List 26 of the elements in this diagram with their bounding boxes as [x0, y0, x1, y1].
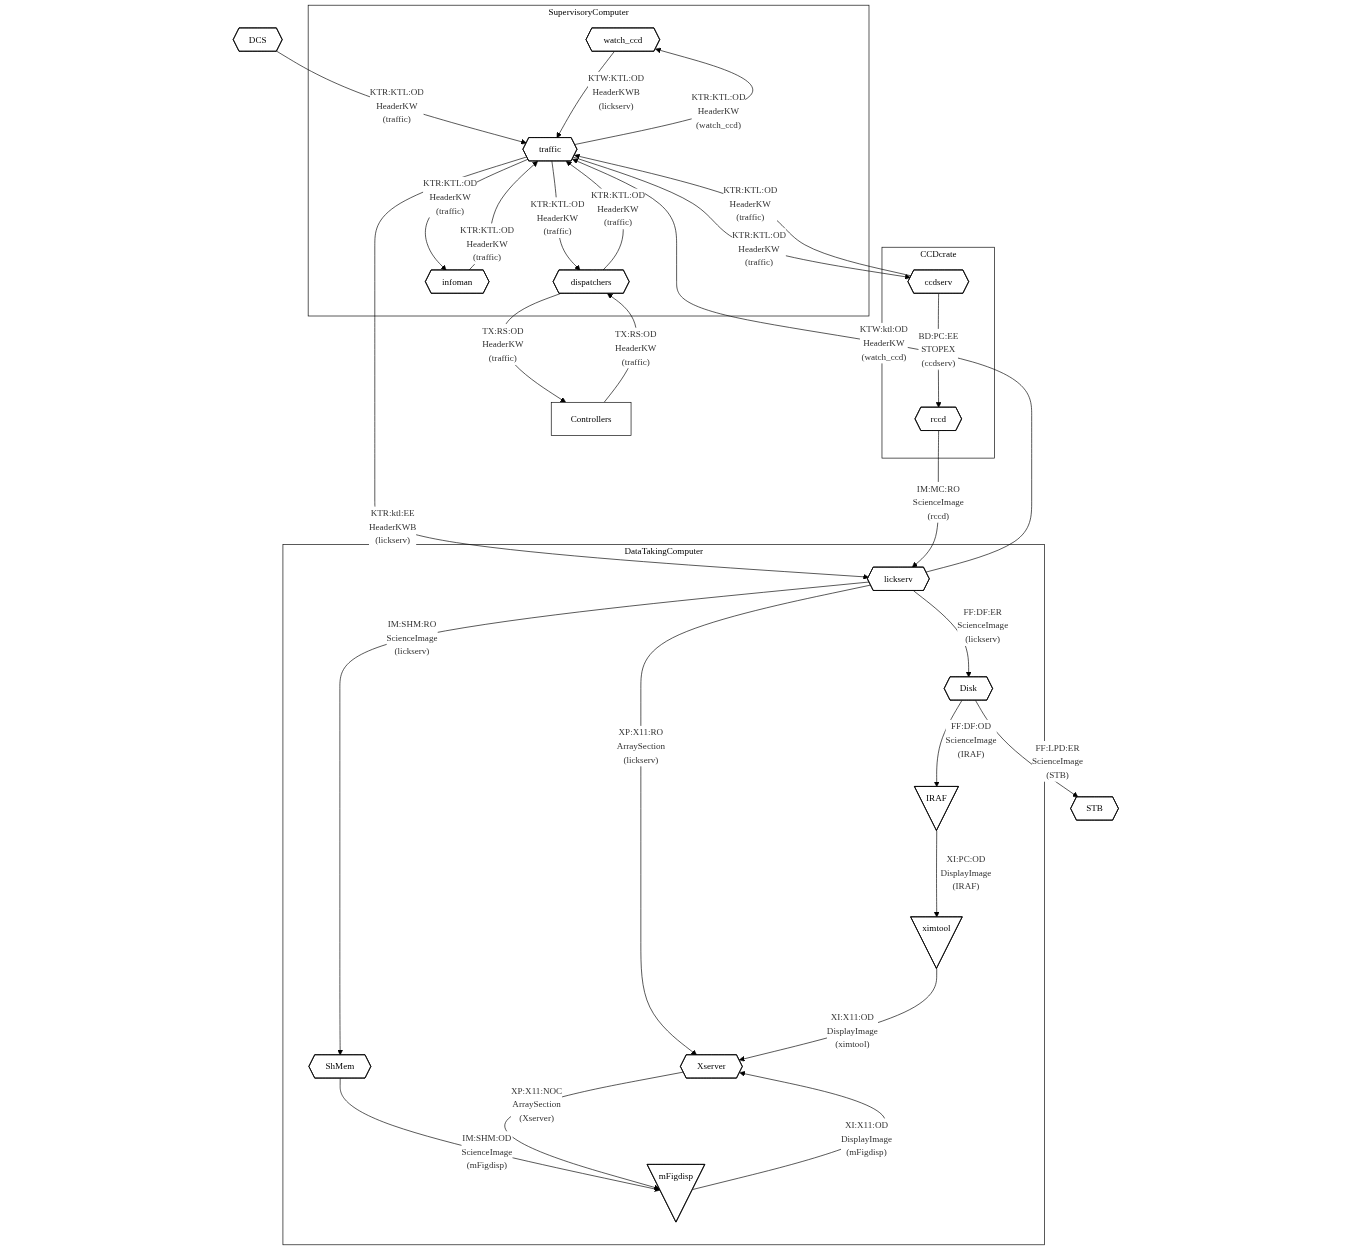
edge-label: KTR:KTL:OD HeaderKW (traffic)	[459, 225, 514, 263]
edge-label: XP:X11:RO ArraySection (lickserv)	[616, 727, 665, 765]
edge-label: KTW:KTL:OD HeaderKWB (lickserv)	[587, 73, 644, 111]
edge-label: KTR:KTL:OD HeaderKW (traffic)	[369, 87, 424, 125]
edge-label: TX:RS:OD HeaderKW (traffic)	[614, 329, 657, 367]
edge-label: KTR:KTL:OD HeaderKW (traffic)	[530, 199, 585, 237]
edge-label: KTR:KTL:OD HeaderKW (traffic)	[731, 230, 786, 268]
edge-label: KTR:KTL:OD HeaderKW (traffic)	[590, 190, 645, 228]
edge-label: KTR:KTL:OD HeaderKW (watch_ccd)	[691, 92, 746, 130]
edge-label: KTW:ktl:OD HeaderKW (watch_ccd)	[859, 324, 908, 362]
edge-label: IM:MC:RO ScienceImage (rccd)	[912, 483, 964, 521]
edge-label: XI:PC:OD DisplayImage (IRAF)	[940, 854, 992, 892]
edge-label: XI:X11:OD DisplayImage (mFigdisp)	[840, 1120, 892, 1158]
edge-label: KTR:KTL:OD HeaderKW (traffic)	[722, 185, 777, 223]
edge-label: FF:LPD:ER ScienceImage (STB)	[1031, 742, 1083, 780]
edge-label: FF:DF:ER ScienceImage (lickserv)	[956, 607, 1008, 644]
edge-label: KTR:KTL:OD HeaderKW (traffic)	[422, 178, 477, 216]
edge-label: XP:X11:NOC ArraySection (Xserver)	[510, 1086, 562, 1123]
edge-label: FF:DF:OD ScienceImage (IRAF)	[945, 721, 997, 759]
edge-label: XI:X11:OD DisplayImage (ximtool)	[826, 1012, 878, 1050]
edge-label: BD:PC:EE STOPEX (ccdserv)	[918, 330, 958, 368]
edge-label: IM:SHM:RO ScienceImage (lickserv)	[386, 619, 438, 657]
edge-label: TX:RS:OD HeaderKW (traffic)	[481, 326, 524, 363]
edge-label: KTR:ktl:EE HeaderKWB (lickserv)	[368, 508, 417, 546]
node-box: Controllers	[550, 402, 632, 436]
edge-label: IM:SHM:OD ScienceImage (mFigdisp)	[461, 1133, 512, 1171]
